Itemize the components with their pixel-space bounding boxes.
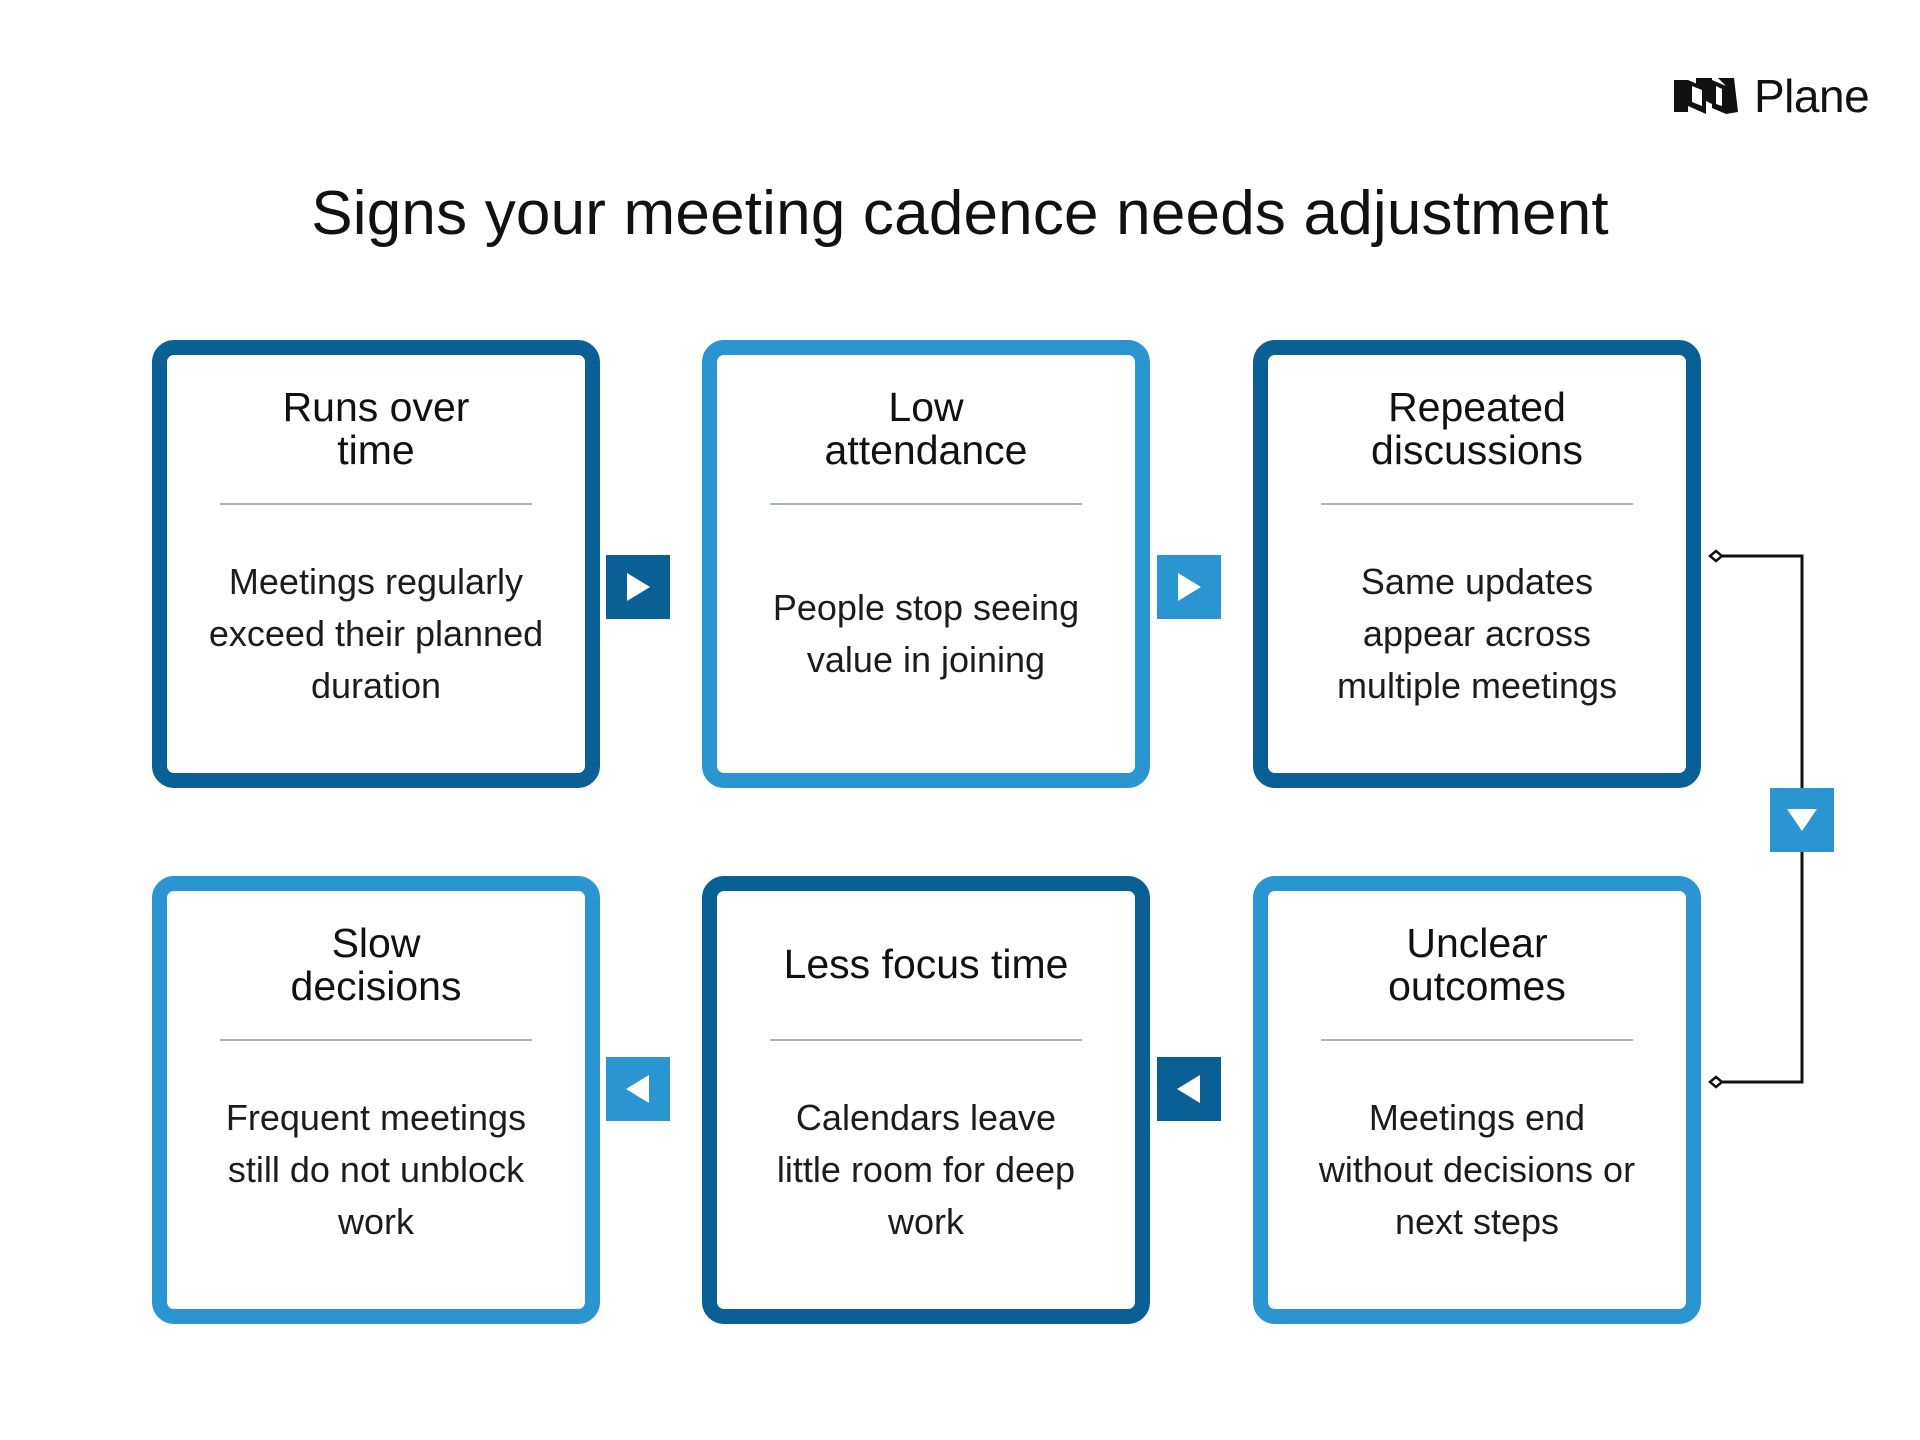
play-down-icon (1770, 788, 1834, 852)
card-title: Runs over time (282, 383, 470, 473)
play-left-icon (1157, 1057, 1221, 1121)
card-less-focus-time: Less focus time Calendars leave little r… (702, 876, 1150, 1324)
card-divider (220, 1039, 532, 1041)
card-description: Meetings end without decisions or next s… (1318, 1096, 1636, 1243)
card-description: Same updates appear across multiple meet… (1336, 560, 1618, 707)
play-right-icon (606, 555, 670, 619)
card-title: Less focus time (783, 941, 1069, 988)
brand-logo: Plane (1672, 66, 1870, 126)
card-title: Repeated discussions (1371, 383, 1583, 473)
card-description: Calendars leave little room for deep wor… (776, 1096, 1076, 1243)
card-description: People stop seeing value in joining (772, 586, 1080, 680)
page-title: Signs your meeting cadence needs adjustm… (311, 179, 1609, 248)
connector-end-diamond (1708, 1075, 1724, 1089)
connector-start-diamond (1708, 549, 1724, 563)
brand-name: Plane (1754, 70, 1870, 122)
card-repeated-discussions: Repeated discussions Same updates appear… (1253, 340, 1701, 788)
plane-logo-mark-icon (1674, 78, 1738, 114)
card-runs-over-time: Runs over time Meetings regularly exceed… (152, 340, 600, 788)
card-divider (770, 503, 1082, 505)
card-title: Low attendance (824, 383, 1028, 473)
play-left-icon (606, 1057, 670, 1121)
card-divider (770, 1039, 1082, 1041)
card-divider (1321, 503, 1633, 505)
card-divider (220, 503, 532, 505)
card-title: Unclear outcomes (1388, 919, 1566, 1009)
card-divider (1321, 1039, 1633, 1041)
card-description: Frequent meetings still do not unblock w… (225, 1096, 527, 1243)
card-title: Slow decisions (290, 919, 462, 1009)
card-slow-decisions: Slow decisions Frequent meetings still d… (152, 876, 600, 1324)
card-low-attendance: Low attendance People stop seeing value … (702, 340, 1150, 788)
card-unclear-outcomes: Unclear outcomes Meetings end without de… (1253, 876, 1701, 1324)
play-right-icon (1157, 555, 1221, 619)
card-description: Meetings regularly exceed their planned … (208, 560, 544, 707)
